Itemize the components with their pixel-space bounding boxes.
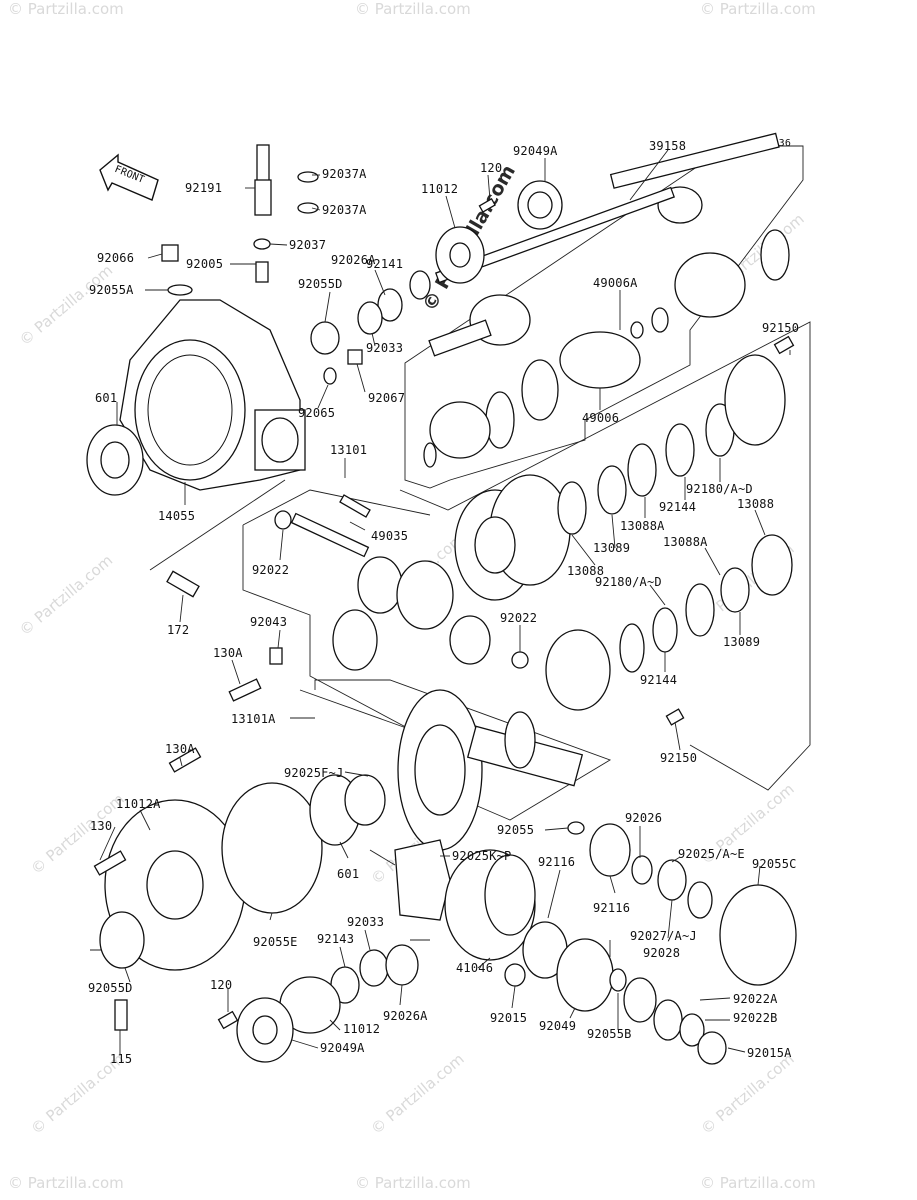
part-label-92033-top: 92033 — [366, 341, 403, 355]
watermark-text: © Partzilla.com — [367, 1050, 467, 1138]
watermark-text: © Partzilla.com — [355, 1174, 471, 1192]
part-label-115: 115 — [110, 1052, 132, 1066]
part-label-14055: 14055 — [158, 509, 195, 523]
part-label-11012-top: 11012 — [421, 182, 458, 196]
part-label-13088A-2: 13088A — [663, 535, 708, 549]
part-label-92037A-1: 92037A — [322, 167, 367, 181]
watermark-text: © Partzilla.com — [355, 0, 471, 18]
part-label-92055C: 92055C — [752, 857, 797, 871]
part-label-130A-1: 130A — [213, 646, 243, 660]
watermark-text: © Partzilla.com — [700, 1174, 816, 1192]
part-label-92022-1: 92022 — [252, 563, 289, 577]
part-label-13089-1: 13089 — [593, 541, 630, 555]
part-label-92037: 92037 — [289, 238, 326, 252]
part-label-11012-bot: 11012 — [343, 1022, 380, 1036]
part-label-92150-top: 92150 — [762, 321, 799, 335]
part-label-92150-bot: 92150 — [660, 751, 697, 765]
part-label-92116-1: 92116 — [538, 855, 575, 869]
part-label-11012A: 11012A — [116, 797, 161, 811]
watermark-text: © Partzilla.com — [8, 1174, 124, 1192]
leader-lines — [99, 149, 791, 1055]
part-label-92027: 92027/A~J — [630, 929, 697, 943]
part-label-41046: 41046 — [456, 961, 493, 975]
part-label-92005: 92005 — [186, 257, 223, 271]
watermark-text: © Partzilla.com — [16, 261, 116, 349]
part-label-13089-2: 13089 — [723, 635, 760, 649]
part-label-92180-1: 92180/A~D — [686, 482, 753, 496]
part-label-92022A: 92022A — [733, 992, 778, 1006]
housing — [119, 299, 306, 491]
part-label-49006: 49006 — [582, 411, 619, 425]
part-label-92143: 92143 — [317, 932, 354, 946]
part-label-92067: 92067 — [368, 391, 405, 405]
part-label-92055D-bot: 92055D — [88, 981, 133, 995]
part-label-120-top: 120 — [480, 161, 502, 175]
watermark-text: © Partzilla.com — [16, 551, 116, 639]
differential-case — [454, 474, 571, 601]
cv-boot — [423, 321, 644, 468]
part-label-92049A-top: 92049A — [513, 144, 558, 158]
part-label-92025FJ: 92025F~J — [284, 766, 343, 780]
part-label-92015A: 92015A — [747, 1046, 792, 1060]
part-label-92180-2: 92180/A~D — [595, 575, 662, 589]
part-label-92191: 92191 — [185, 181, 222, 195]
part-label-92055A: 92055A — [89, 283, 134, 297]
part-label-13101A: 13101A — [231, 712, 276, 726]
part-label-120-bot: 120 — [210, 978, 232, 992]
part-label-92026A-bot: 92026A — [383, 1009, 428, 1023]
part-label-601-bot: 601 — [337, 867, 359, 881]
parts-shapes — [86, 132, 797, 1065]
drive-shaft — [428, 132, 790, 357]
part-label-92049A-bot: 92049A — [320, 1041, 365, 1055]
part-label-92055E: 92055E — [253, 935, 298, 949]
part-labels: 39158 92049A 120 11012 92037A 92191 92037A 9203… — [88, 139, 799, 1066]
part-label-49035: 49035 — [371, 529, 408, 543]
part-label-92022B: 92022B — [733, 1011, 778, 1025]
part-label-92025KP: 92025K~P — [452, 849, 511, 863]
part-label-92037A-2: 92037A — [322, 203, 367, 217]
watermark-text: © Partzilla.com — [700, 0, 816, 18]
part-label-92022-2: 92022 — [500, 611, 537, 625]
part-label-92028: 92028 — [643, 946, 680, 960]
part-label-13088A-1: 13088A — [620, 519, 665, 533]
part-label-13101: 13101 — [330, 443, 367, 457]
part-label-92043: 92043 — [250, 615, 287, 629]
part-label-172: 172 — [167, 623, 189, 637]
part-label-130A-2: 130A — [165, 742, 195, 756]
part-label-92066: 92066 — [97, 251, 134, 265]
part-label-92025AE: 92025/A~E — [678, 847, 745, 861]
part-label-39158: 39158 — [649, 139, 686, 153]
part-label-92033-bot: 92033 — [347, 915, 384, 929]
watermark-text: © Partzilla.com — [8, 0, 124, 18]
part-label-92055: 92055 — [497, 823, 534, 837]
part-label-92026A-top: 92026A — [331, 253, 376, 267]
part-label-130: 130 — [90, 819, 112, 833]
part-label-92065: 92065 — [298, 406, 335, 420]
part-label-92026: 92026 — [625, 811, 662, 825]
part-label-92015: 92015 — [490, 1011, 527, 1025]
part-label-13088-1: 13088 — [737, 497, 774, 511]
part-label-92055B: 92055B — [587, 1027, 632, 1041]
part-label-92141: 92141 — [366, 257, 403, 271]
assembly-outlines — [90, 145, 811, 951]
part-label-13088-2: 13088 — [567, 564, 604, 578]
part-label-92116-2: 92116 — [593, 901, 630, 915]
part-label-601-top: 601 — [95, 391, 117, 405]
front-arrow-icon: FRONT — [99, 153, 159, 201]
part-label-92144-1: 92144 — [659, 500, 696, 514]
part-label-92144-2: 92144 — [640, 673, 677, 687]
part-label-49006A: 49006A — [593, 276, 638, 290]
part-label-92049: 92049 — [539, 1019, 576, 1033]
part-label-92055D-top: 92055D — [298, 277, 343, 291]
